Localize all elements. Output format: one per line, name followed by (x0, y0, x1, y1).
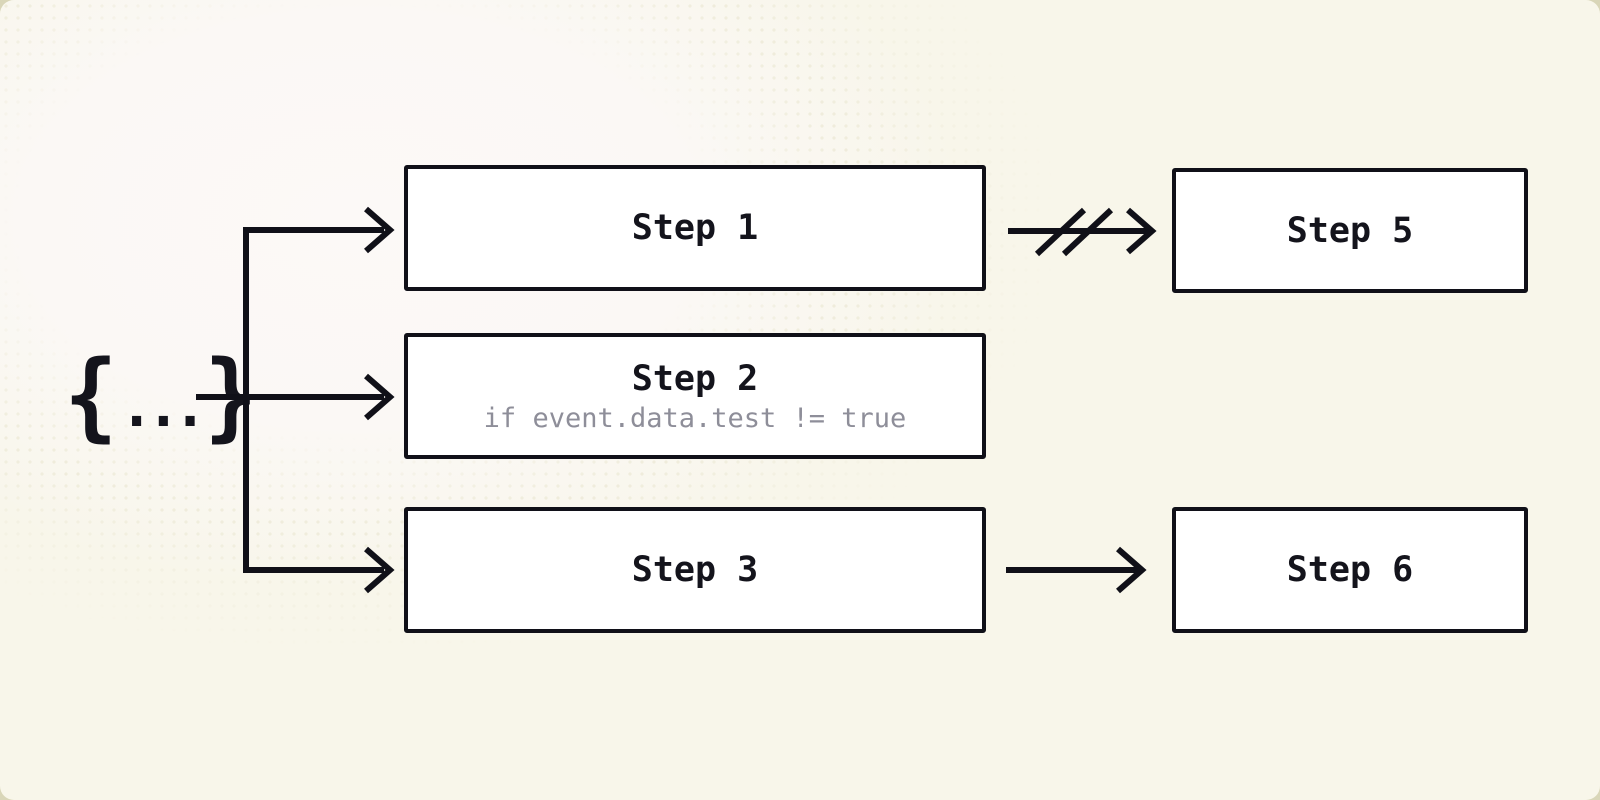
node-label: Step 3 (631, 550, 759, 590)
node-condition-code: if event.data.test != true (483, 402, 907, 434)
arrow-icon (364, 206, 395, 254)
arrow-icon (1006, 546, 1147, 594)
open-brace: { (64, 340, 118, 452)
cancelled-arrow-icon (1008, 207, 1157, 257)
node-step-1: Step 1 (404, 165, 986, 291)
node-label: Step 6 (1286, 550, 1414, 590)
arrow-icon (364, 373, 395, 421)
node-step-2: Step 2 if event.data.test != true (404, 333, 986, 459)
arrow-icon (364, 546, 395, 594)
fanout-branch-lines (196, 227, 384, 573)
node-label: Step 2 (631, 358, 759, 399)
node-step-6: Step 6 (1172, 507, 1528, 633)
node-step-3: Step 3 (404, 507, 986, 633)
node-label: Step 1 (631, 208, 759, 248)
node-step-5: Step 5 (1172, 168, 1528, 293)
ellipsis-dots: ... (119, 375, 207, 440)
node-label: Step 5 (1286, 210, 1414, 251)
